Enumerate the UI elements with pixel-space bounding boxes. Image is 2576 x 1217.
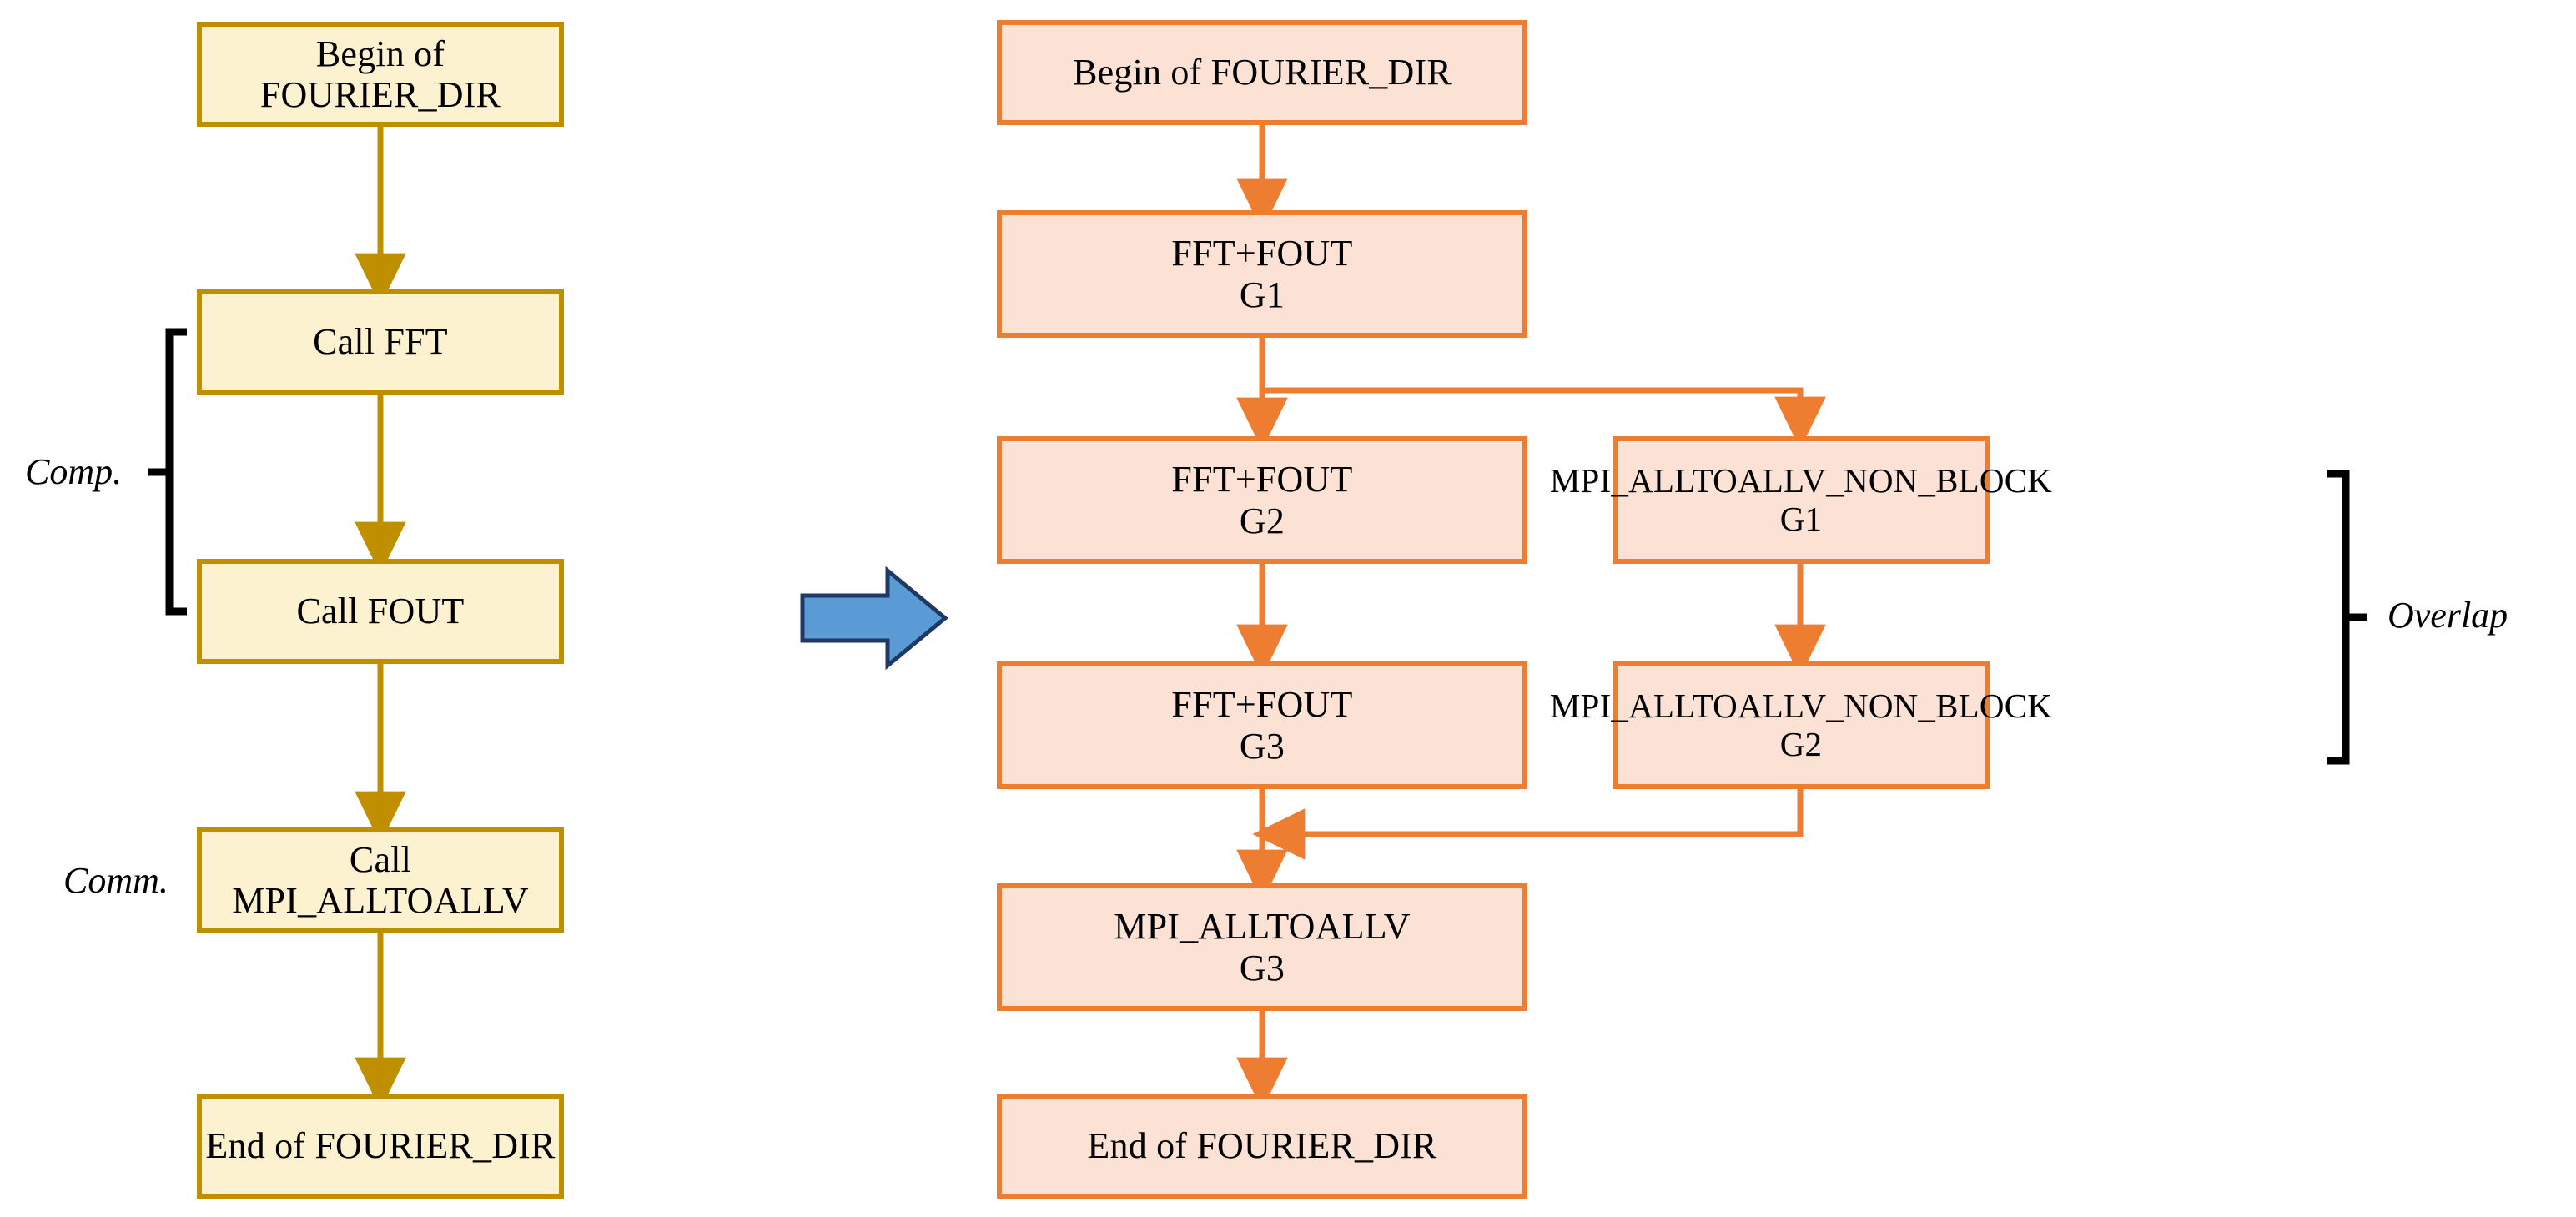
node-left-begin[interactable]: Begin of FOURIER_DIR (197, 22, 564, 127)
node-label-line2: G1 (1239, 274, 1285, 315)
node-label-line1: Begin of FOURIER_DIR (1073, 52, 1452, 93)
node-right-fft-fout-g1[interactable]: FFT+FOUT G1 (997, 210, 1527, 338)
node-left-call-fft[interactable]: Call FFT (197, 289, 564, 395)
label-comm: Comm. (63, 860, 169, 901)
node-label-line1: FFT+FOUT (1171, 684, 1353, 726)
transition-arrow-group (800, 566, 948, 671)
node-label-line2: G1 (1779, 499, 1823, 538)
node-label-line1: Begin of FOURIER_DIR (259, 33, 501, 115)
node-label-line1: FFT+FOUT (1171, 459, 1353, 500)
node-right-mpi-nonblock-g1[interactable]: MPI_ALLTOALLV_NON_BLOCK G1 (1550, 436, 2052, 564)
node-label-line1: Call MPI_ALLTOALLV (232, 838, 529, 921)
node-label-line2: G2 (1239, 500, 1285, 541)
node-right-end[interactable]: End of FOURIER_DIR (997, 1094, 1527, 1199)
comp-bracket (165, 328, 187, 616)
node-left-call-mpi-alltoallv[interactable]: Call MPI_ALLTOALLV (197, 827, 564, 933)
node-right-fft-fout-g3[interactable]: FFT+FOUT G3 (997, 661, 1527, 789)
node-label-line1: MPI_ALLTOALLV_NON_BLOCK (1549, 686, 2053, 725)
node-right-fft-fout-g2[interactable]: FFT+FOUT G2 (997, 436, 1527, 564)
node-label-line1: End of FOURIER_DIR (205, 1125, 556, 1167)
node-right-mpi-nonblock-g2[interactable]: MPI_ALLTOALLV_NON_BLOCK G2 (1550, 661, 2052, 789)
node-label-line2: G3 (1239, 947, 1285, 988)
label-overlap: Overlap (2387, 595, 2508, 636)
node-label-line1: FFT+FOUT (1171, 233, 1353, 274)
edge-branch-g1-to-nb1 (1262, 387, 1826, 450)
node-left-end[interactable]: End of FOURIER_DIR (197, 1094, 564, 1199)
node-label-line1: End of FOURIER_DIR (1087, 1125, 1437, 1167)
node-right-begin[interactable]: Begin of FOURIER_DIR (997, 20, 1527, 125)
node-label-line1: MPI_ALLTOALLV_NON_BLOCK (1549, 460, 2053, 500)
edge-return-nb2-to-a2a3 (1252, 789, 1804, 860)
node-label-line1: Call FFT (313, 321, 448, 363)
node-label-line2: G3 (1239, 725, 1285, 767)
right-arrow-icon (800, 566, 948, 671)
overlap-bracket (2327, 470, 2350, 765)
node-label-line2: G2 (1779, 724, 1823, 763)
node-right-mpi-alltoallv-g3[interactable]: MPI_ALLTOALLV G3 (997, 883, 1527, 1011)
node-label-line1: Call FOUT (296, 591, 465, 632)
node-label-line1: MPI_ALLTOALLV (1114, 906, 1411, 948)
node-left-call-fout[interactable]: Call FOUT (197, 559, 564, 664)
label-comp: Comp. (25, 451, 123, 492)
